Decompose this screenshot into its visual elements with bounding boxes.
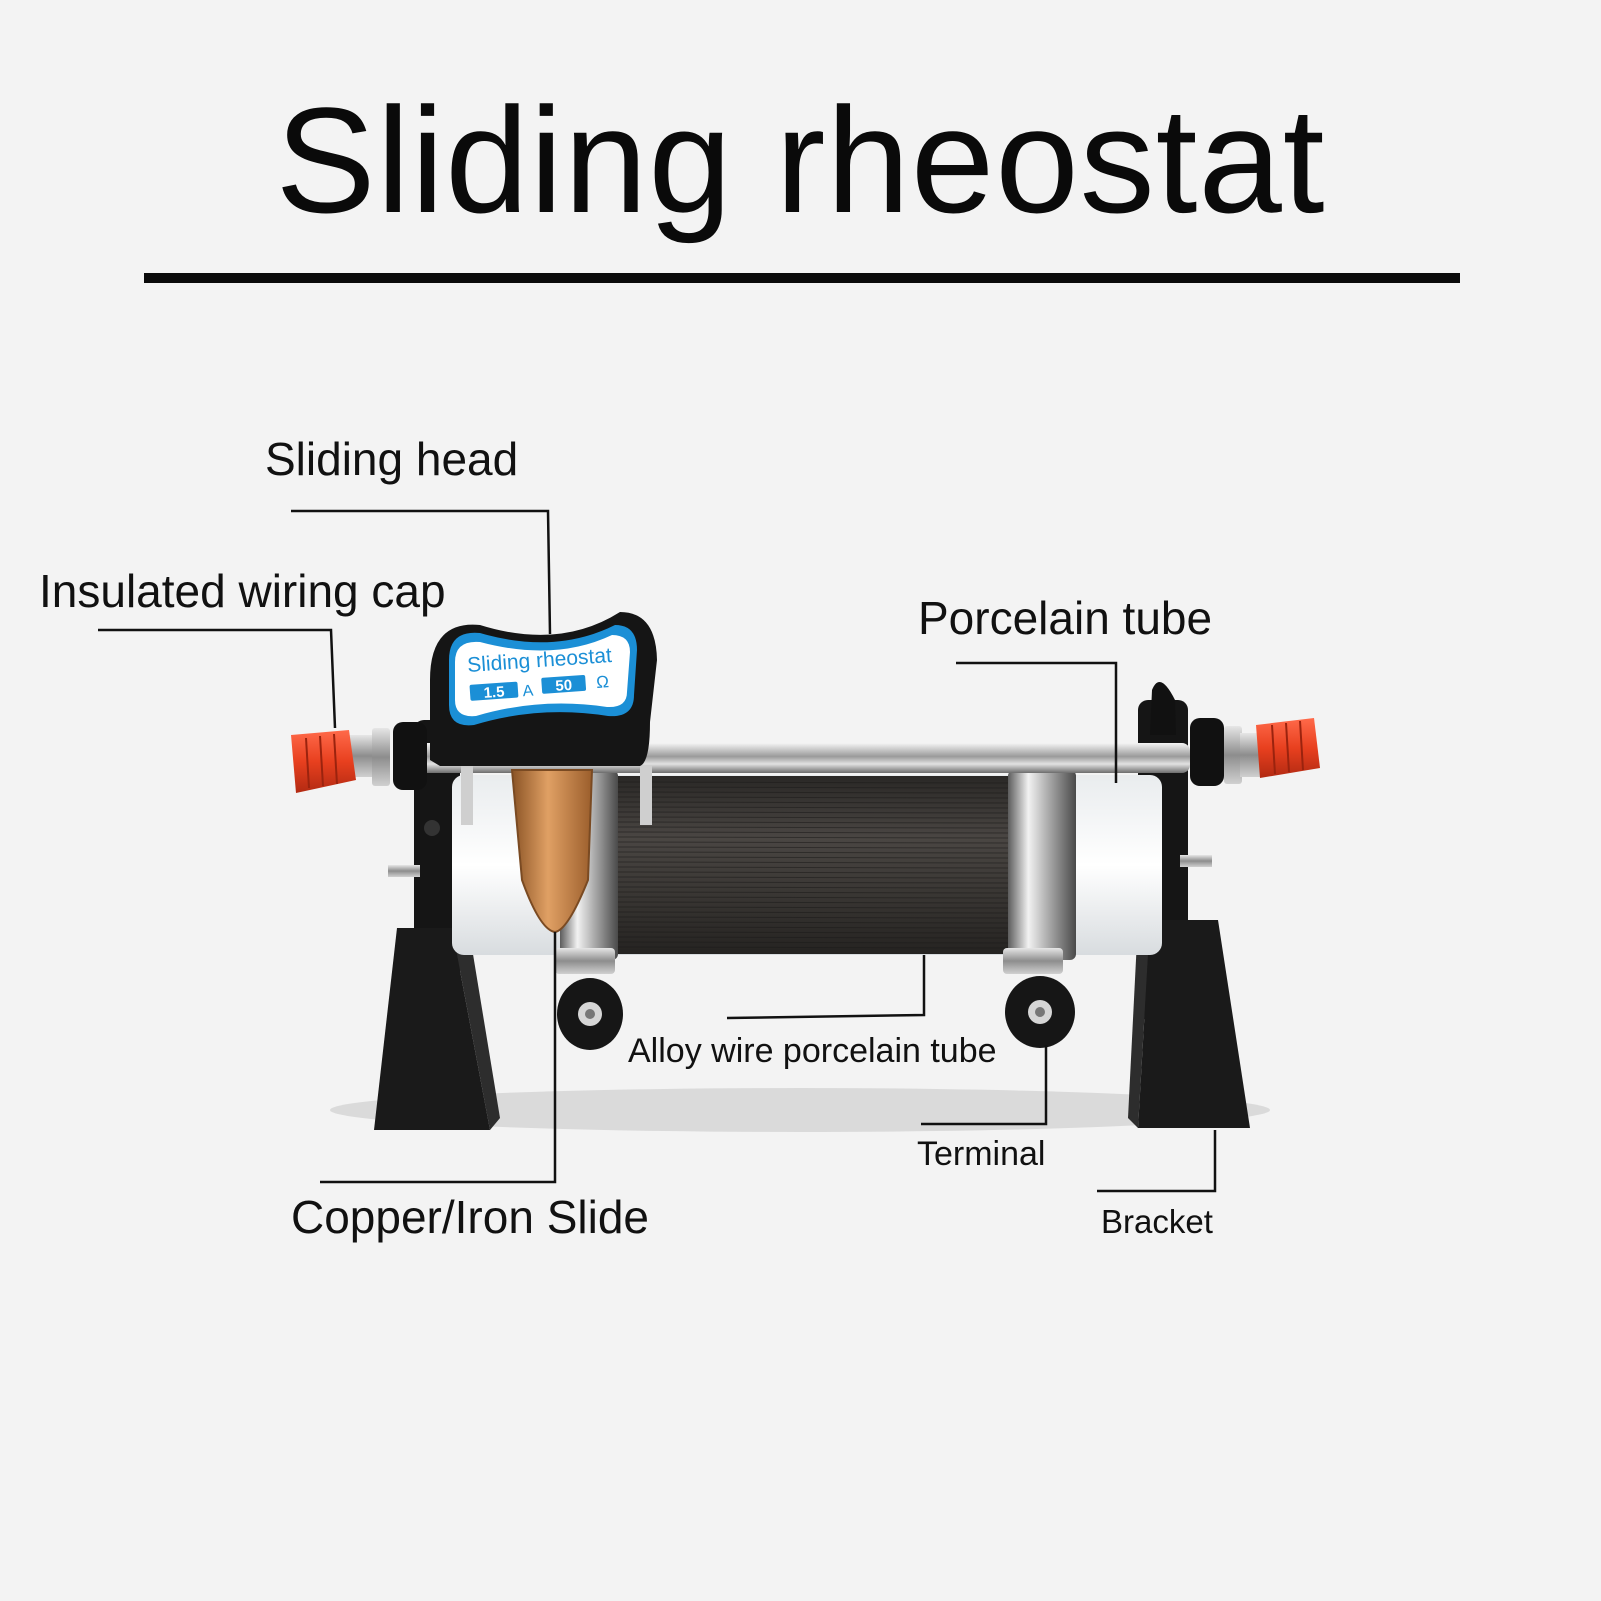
leader-terminal — [921, 1045, 1048, 1126]
head-label-current-unit: A — [522, 682, 534, 700]
coil-winding-line — [615, 881, 1013, 884]
coil-winding-line — [615, 946, 1013, 949]
leader-sliding-head — [291, 509, 552, 635]
coil-winding-line — [615, 836, 1013, 839]
coil-winding-line — [615, 851, 1013, 854]
coil-winding-line — [615, 911, 1013, 914]
coil-winding-line — [615, 816, 1013, 819]
leader-bracket — [1097, 1130, 1217, 1193]
coil-winding-line — [615, 811, 1013, 814]
leader-alloy-wire — [726, 955, 926, 1020]
coil-winding-line — [615, 901, 1013, 904]
label-insulated-wiring-cap: Insulated wiring cap — [39, 565, 446, 617]
slider-spring-right — [640, 765, 652, 825]
slider-spring-left — [461, 765, 473, 825]
coil-winding-line — [615, 861, 1013, 864]
right-axle-pin — [1180, 855, 1212, 867]
title-underline — [144, 273, 1460, 283]
coil-winding-line — [615, 916, 1013, 919]
coil-winding-line — [615, 866, 1013, 869]
coil-winding-line — [615, 886, 1013, 889]
sliding-head: Sliding rheostat 1.5 A 50 Ω — [430, 612, 657, 766]
coil-winding-line — [615, 796, 1013, 799]
left-terminal — [555, 948, 623, 1050]
right-wiring-cap — [1190, 718, 1320, 786]
coil-winding-line — [615, 871, 1013, 874]
coil-winding-line — [615, 786, 1013, 789]
label-alloy-wire-porcelain-tube: Alloy wire porcelain tube — [628, 1032, 997, 1070]
label-sliding-head: Sliding head — [265, 433, 519, 485]
label-terminal: Terminal — [917, 1135, 1046, 1173]
copper-slider — [510, 769, 594, 934]
coil-winding-line — [615, 821, 1013, 824]
coil-winding-line — [615, 856, 1013, 859]
left-bracket — [374, 720, 500, 1130]
coil-winding-line — [615, 896, 1013, 899]
diagram-title: Sliding rheostat — [275, 76, 1326, 244]
coil-winding-line — [615, 941, 1013, 944]
alloy-wire-coil — [614, 776, 1014, 954]
coil-winding-line — [615, 931, 1013, 934]
coil-winding-line — [615, 876, 1013, 879]
coil-winding-line — [615, 891, 1013, 894]
right-terminal — [1003, 948, 1075, 1048]
label-bracket: Bracket — [1101, 1203, 1213, 1240]
coil-winding-line — [615, 936, 1013, 939]
coil-winding-line — [615, 921, 1013, 924]
leader-lines — [98, 509, 1217, 1193]
coil-winding-line — [615, 846, 1013, 849]
coil-winding-line — [615, 826, 1013, 829]
coil-winding-line — [615, 841, 1013, 844]
label-copper-iron-slide: Copper/Iron Slide — [291, 1191, 649, 1243]
leader-porcelain-tube — [956, 661, 1118, 783]
coil-winding-line — [615, 791, 1013, 794]
head-label-current: 1.5 — [483, 684, 505, 702]
left-wiring-cap — [291, 722, 427, 793]
head-label-resistance-unit: Ω — [596, 672, 610, 692]
left-axle-pin — [388, 865, 420, 877]
label-porcelain-tube: Porcelain tube — [918, 592, 1213, 644]
floor-shadow — [330, 1088, 1270, 1132]
coil-winding-line — [615, 926, 1013, 929]
coil-winding-line — [615, 906, 1013, 909]
leader-wiring-cap — [98, 628, 337, 729]
coil-winding-line — [615, 801, 1013, 804]
coil-winding-line — [615, 831, 1013, 834]
coil-winding-line — [615, 806, 1013, 809]
coil-winding-line — [615, 781, 1013, 784]
head-label-resistance: 50 — [555, 677, 573, 695]
right-clamp-band — [1008, 770, 1076, 960]
leader-copper-slide — [320, 932, 557, 1184]
